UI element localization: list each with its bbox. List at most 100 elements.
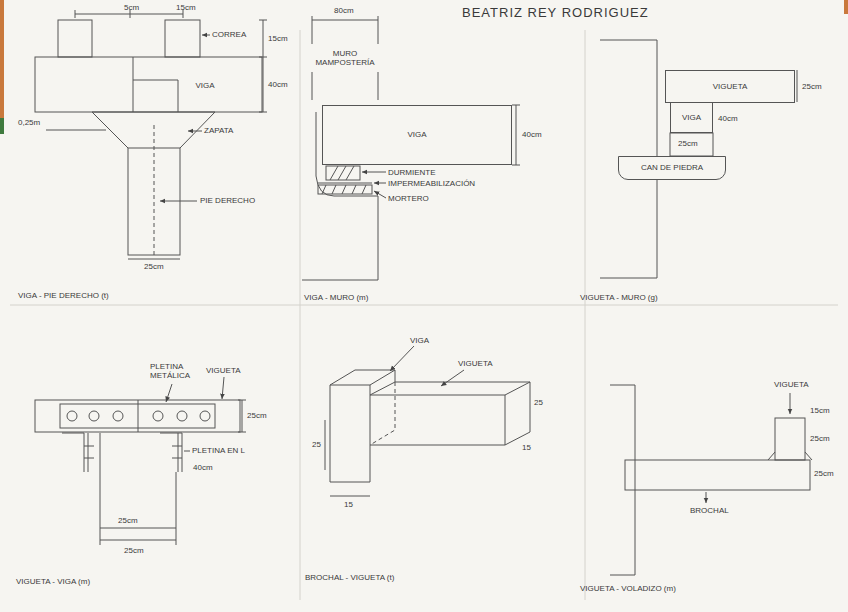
pencil-line [325,420,370,496]
sketch-label: 40cm [193,463,213,472]
pencil-line [625,460,810,490]
pencil-line [374,183,386,184]
member-box: VIGA [670,102,713,133]
pencil-line [177,411,187,421]
sketch-label: 15cm [176,3,196,12]
sketch-label: VIGA [410,336,429,345]
table-edge [844,0,848,14]
sketch-label: 25cm [247,411,267,420]
pencil-line [46,130,106,131]
pencil-line [35,10,812,575]
pencil-line [160,201,197,202]
pencil-line [202,35,210,36]
pencil-line [512,105,520,165]
member-box: CAN DE PIEDRA [618,156,726,180]
member-name: VIGA [407,130,426,139]
sketch-label: PLETINA EN L [192,446,245,455]
member-box: VIGUETA [665,70,795,103]
pencil-line [312,16,378,24]
sketch-label: BROCHAL - VIGUETA (t) [305,573,394,582]
pencil-line [370,395,505,445]
pencil-line [222,377,224,399]
sketch-label: VIGUETA [774,380,809,389]
pencil-line [318,185,372,194]
pencil-line [790,393,791,414]
member-name: VIGA [195,81,214,90]
sketch-label: BROCHAL [690,506,729,515]
pencil-line [259,20,267,112]
pencil-line [362,172,386,173]
table-edge [0,118,4,134]
sketch-label: VIGA - PIE DERECHO (t) [18,291,109,300]
pencil-line [670,133,713,156]
sketch-label: VIGUETA - VIGA (m) [16,577,90,586]
pencil-line [775,418,805,460]
pencil-line [100,433,176,545]
pencil-line [154,125,155,255]
panel-divider [10,30,838,600]
pencil-line [133,57,178,112]
pencil-line [67,411,77,421]
pencil-line [58,20,92,57]
sketch-label: 15cm [810,406,830,415]
pencil-line [89,411,99,421]
pencil-line [797,70,798,102]
sketch-label: 80cm [334,6,354,15]
pencil-line [35,57,262,112]
sketch-label: 40cm [718,114,738,123]
pencil-line [322,185,366,194]
pencil-line [60,404,215,428]
pencil-line [166,384,172,402]
pencil-line [370,382,530,395]
pencil-line [165,20,200,57]
table-edge [0,0,4,118]
sketch-label: VIGUETA - VOLADIZO (m) [580,584,676,593]
pencil-line [330,370,395,385]
pencil-line [153,411,163,421]
sketch-label: PLETINA METÁLICA [150,362,196,380]
sketch-label: 25cm [124,546,144,555]
sketch-label: 25cm [678,139,698,148]
sketch-label: 25cm [814,469,834,478]
pencil-line [35,400,240,432]
member-box: VIGA [185,79,225,93]
sketch-label: 25 [312,440,321,449]
pencil-line [610,385,635,575]
member-name: VIGUETA [713,82,748,91]
pencil-line [706,492,707,503]
sketch-label: 15cm [268,34,288,43]
pencil-line [326,166,360,180]
sketch-label: 15 [522,443,531,452]
pencil-line [160,433,182,472]
pencil-line [318,183,372,184]
pencil-line [390,346,414,371]
pencil-line [238,400,246,432]
sketch-label: 15 [344,500,353,509]
member-name: VIGA [682,113,701,122]
sketch-label: ZAPATA [204,126,233,135]
sketch-label: 0,25m [18,118,40,127]
pencil-line [505,382,530,445]
pencil-line [768,452,812,460]
pencil-line [113,411,123,421]
sketch-label: 25cm [810,434,830,443]
sketch-label: 25cm [118,516,138,525]
sketch-label: 40cm [268,80,288,89]
pencil-line [138,400,139,432]
pencil-line [200,411,210,421]
sketch-label: VIGUETA [458,359,493,368]
member-name: CAN DE PIEDRA [641,163,703,172]
pencil-line [184,451,190,452]
sketch-label: 25cm [144,262,164,271]
sketch-label: VIGUETA [206,366,241,375]
member-box: VIGA [322,105,512,165]
sketch-label: DURMIENTE [388,168,436,177]
pencil-line [395,370,396,382]
sketch-label: IMPERMEABILIZACIÓN [388,179,475,188]
sketch-label: 5cm [124,3,139,12]
pencil-line [330,385,370,482]
pencil-line [128,259,180,260]
member-box: MURO MAMPOSTERÍA [310,44,380,72]
sketch-label: MORTERO [388,194,429,203]
pencil-line [441,370,464,386]
